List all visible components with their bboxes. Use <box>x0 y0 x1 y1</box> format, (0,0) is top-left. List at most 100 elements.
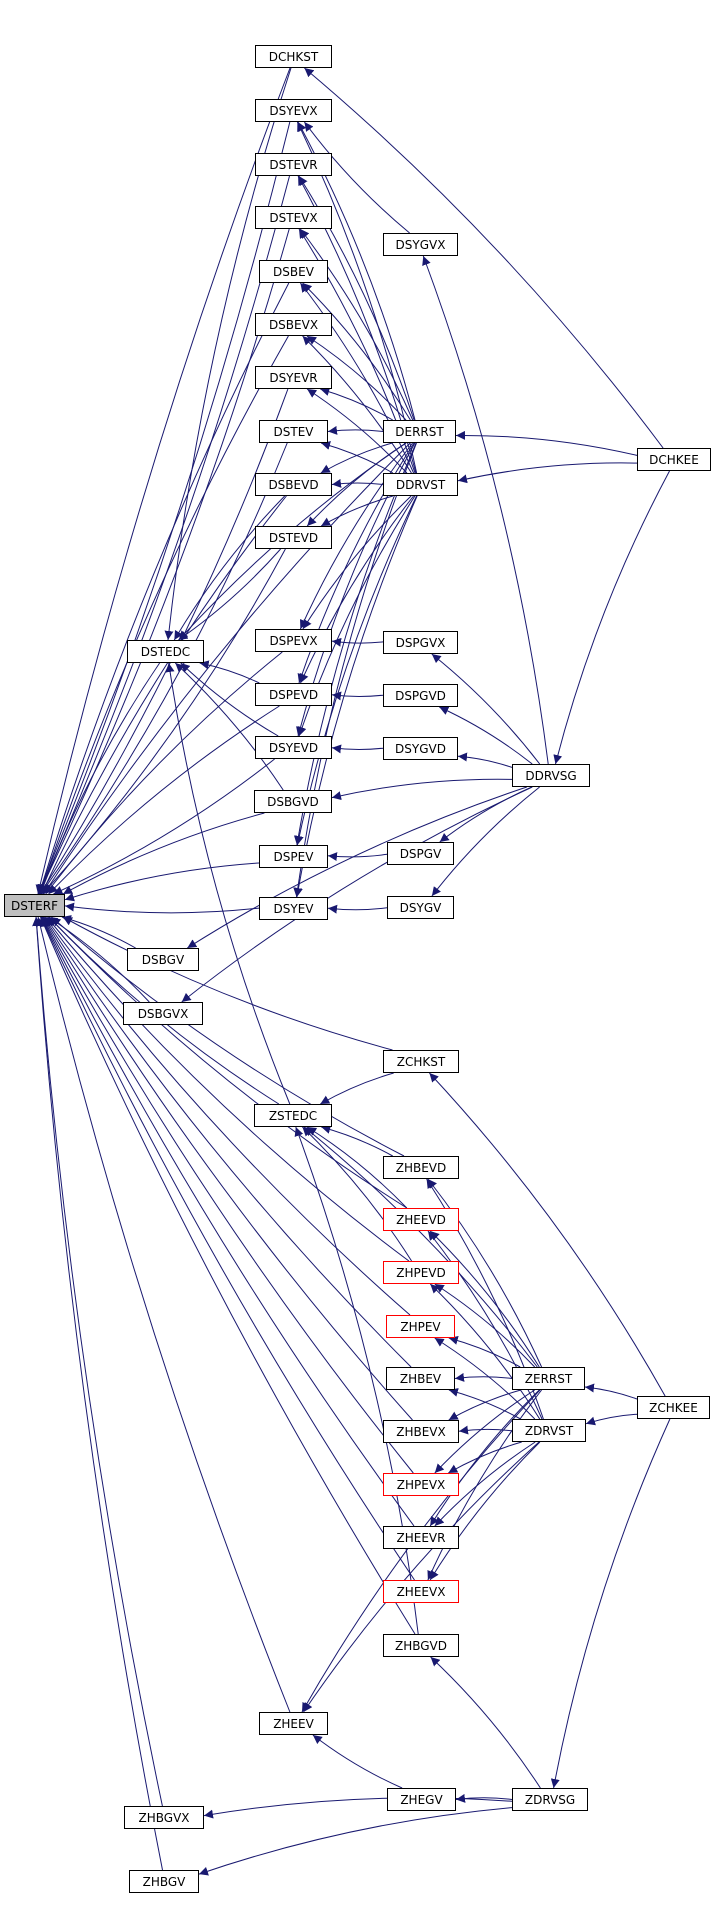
node-zerrst[interactable]: ZERRST <box>512 1367 585 1390</box>
edge-zdrvst-to-zhbevx <box>458 1425 513 1435</box>
edge-zhbev-to-dsterf <box>43 916 412 1368</box>
node-dsyevx[interactable]: DSYEVX <box>255 99 332 122</box>
node-zdrvst[interactable]: ZDRVST <box>512 1419 586 1442</box>
edge-zhpevd-to-zstedc <box>302 1126 413 1262</box>
edge-zdrvst-to-zheevd <box>427 1230 543 1420</box>
node-dstevr[interactable]: DSTEVR <box>255 153 332 176</box>
node-zhbgvd[interactable]: ZHBGVD <box>383 1634 459 1657</box>
edge-zdrvst-to-zhpevd <box>429 1283 541 1420</box>
node-zhbgvx[interactable]: ZHBGVX <box>124 1806 204 1829</box>
edge-zchkee-to-zerrst <box>584 1383 638 1400</box>
edge-dspgvx-to-dspevx <box>331 637 384 647</box>
edge-zhbevd-to-zstedc <box>321 1125 393 1157</box>
node-dstedc[interactable]: DSTEDC <box>127 640 204 663</box>
edge-zheevd-to-dsterf <box>48 916 408 1209</box>
edge-derrst-to-dsbev <box>302 282 411 421</box>
edge-dsygvd-to-dsyevd <box>331 744 384 754</box>
node-dspgvd[interactable]: DSPGVD <box>383 684 458 707</box>
edge-dchkee-to-ddrvst <box>457 462 638 484</box>
node-dsyev[interactable]: DSYEV <box>259 897 328 920</box>
node-ddrvst[interactable]: DDRVST <box>383 473 458 496</box>
node-dsygvd[interactable]: DSYGVD <box>383 737 458 760</box>
edge-ddrvsg-to-dsbgv <box>187 786 527 949</box>
node-zhpev[interactable]: ZHPEV <box>386 1315 455 1338</box>
edge-zchkee-to-zdrvst <box>585 1413 638 1426</box>
node-zheevd[interactable]: ZHEEVD <box>383 1208 459 1231</box>
edge-derrst-to-dstevx <box>299 228 414 421</box>
edge-dsyevx-to-dsterf <box>37 121 291 895</box>
node-zchkst[interactable]: ZCHKST <box>383 1050 459 1073</box>
node-dchkst[interactable]: DCHKST <box>255 45 332 68</box>
node-zhbevx[interactable]: ZHBEVX <box>383 1420 459 1443</box>
node-dspevx[interactable]: DSPEVX <box>255 629 332 652</box>
edge-zhbgvd-to-dsterf <box>39 916 416 1635</box>
node-zhpevx[interactable]: ZHPEVX <box>383 1473 459 1496</box>
node-zdrvsg[interactable]: ZDRVSG <box>512 1788 588 1811</box>
node-dsbgvd[interactable]: DSBGVD <box>254 790 332 813</box>
edge-derrst-to-dsbevx <box>306 335 407 421</box>
edge-derrst-to-dstev <box>327 425 384 435</box>
edge-derrst-to-dsbevd <box>320 442 393 474</box>
node-dsygv[interactable]: DSYGV <box>387 896 454 919</box>
edge-dsbevd-to-dsterf <box>41 495 287 895</box>
node-dsbevx[interactable]: DSBEVX <box>255 313 332 336</box>
edge-dchkee-to-ddrvsg <box>553 470 670 765</box>
node-zhbev[interactable]: ZHBEV <box>386 1367 455 1390</box>
node-dsbev[interactable]: DSBEV <box>259 260 328 283</box>
node-zheev[interactable]: ZHEEV <box>259 1712 328 1735</box>
edge-zerrst-to-zhbevd <box>427 1178 543 1368</box>
node-dsygvx[interactable]: DSYGVX <box>383 233 458 256</box>
edge-dsyevd-to-dstedc <box>180 662 279 737</box>
edge-ddrvst-to-dstevd <box>320 495 394 527</box>
edge-derrst-to-dsyev <box>293 442 417 898</box>
edge-zdrvst-to-zhpev <box>434 1337 536 1420</box>
edge-dsyevd-to-dsterf <box>53 758 275 895</box>
node-zchkee[interactable]: ZCHKEE <box>637 1396 710 1419</box>
edge-zheev-to-dsterf <box>35 916 291 1713</box>
edge-ddrvst-to-dsyevr <box>306 388 408 474</box>
node-ddrvsg[interactable]: DDRVSG <box>512 764 590 787</box>
edge-dsbev-to-dsterf <box>37 282 290 895</box>
edge-ddrvst-to-dsyev <box>294 495 418 898</box>
node-derrst[interactable]: DERRST <box>383 420 456 443</box>
edge-zerrst-to-zstedc <box>303 1126 538 1368</box>
edge-zhpevx-to-dsterf <box>41 916 414 1474</box>
node-dsbgvx[interactable]: DSBGVX <box>123 1002 203 1025</box>
edge-ddrvsg-to-dsygvx <box>422 255 549 765</box>
node-dstevx[interactable]: DSTEVX <box>255 206 332 229</box>
node-dspgvx[interactable]: DSPGVX <box>383 631 458 654</box>
node-dsbgv[interactable]: DSBGV <box>127 948 199 971</box>
edge-dstevr-to-dsterf <box>38 175 290 895</box>
edge-zerrst-to-zhbev <box>454 1372 513 1382</box>
node-dsbevd[interactable]: DSBEVD <box>255 473 332 496</box>
edge-zdrvst-to-zhpevx <box>448 1441 522 1474</box>
node-dsyevr[interactable]: DSYEVR <box>255 366 332 389</box>
node-dspevd[interactable]: DSPEVD <box>255 683 332 706</box>
node-dsyevd[interactable]: DSYEVD <box>255 736 332 759</box>
edge-dsbgvd-to-dsterf <box>62 812 265 895</box>
edge-zheevd-to-zstedc <box>306 1126 408 1209</box>
edge-zerrst-to-zhpev <box>448 1336 521 1368</box>
node-dspev[interactable]: DSPEV <box>259 845 328 868</box>
edge-zhbevx-to-dsterf <box>42 916 413 1421</box>
node-zhbgv[interactable]: ZHBGV <box>129 1870 199 1893</box>
edge-dstevx-to-dsterf <box>38 228 290 895</box>
node-dchkee[interactable]: DCHKEE <box>637 448 711 471</box>
edge-zchkst-to-dsterf <box>62 916 393 1051</box>
node-zhpevd[interactable]: ZHPEVD <box>383 1261 459 1284</box>
edge-zdrvsg-to-zhbgv <box>198 1807 513 1876</box>
edge-dsbevx-to-dsterf <box>38 335 289 895</box>
node-zstedc[interactable]: ZSTEDC <box>254 1104 332 1127</box>
node-zhbevd[interactable]: ZHBEVD <box>383 1156 459 1179</box>
node-zheevr[interactable]: ZHEEVR <box>383 1526 459 1549</box>
node-zhegv[interactable]: ZHEGV <box>387 1788 456 1811</box>
node-dspgv[interactable]: DSPGV <box>387 842 454 865</box>
node-zheevx[interactable]: ZHEEVX <box>383 1580 459 1603</box>
edge-zdrvsg-to-zhbgvx <box>203 1797 513 1819</box>
node-dstev[interactable]: DSTEV <box>259 420 328 443</box>
edge-dspgvd-to-dspevd <box>331 691 384 701</box>
node-dstevd[interactable]: DSTEVD <box>255 526 332 549</box>
edge-zheevr-to-dsterf <box>41 916 415 1527</box>
edge-zerrst-to-zhbevx <box>448 1389 521 1421</box>
